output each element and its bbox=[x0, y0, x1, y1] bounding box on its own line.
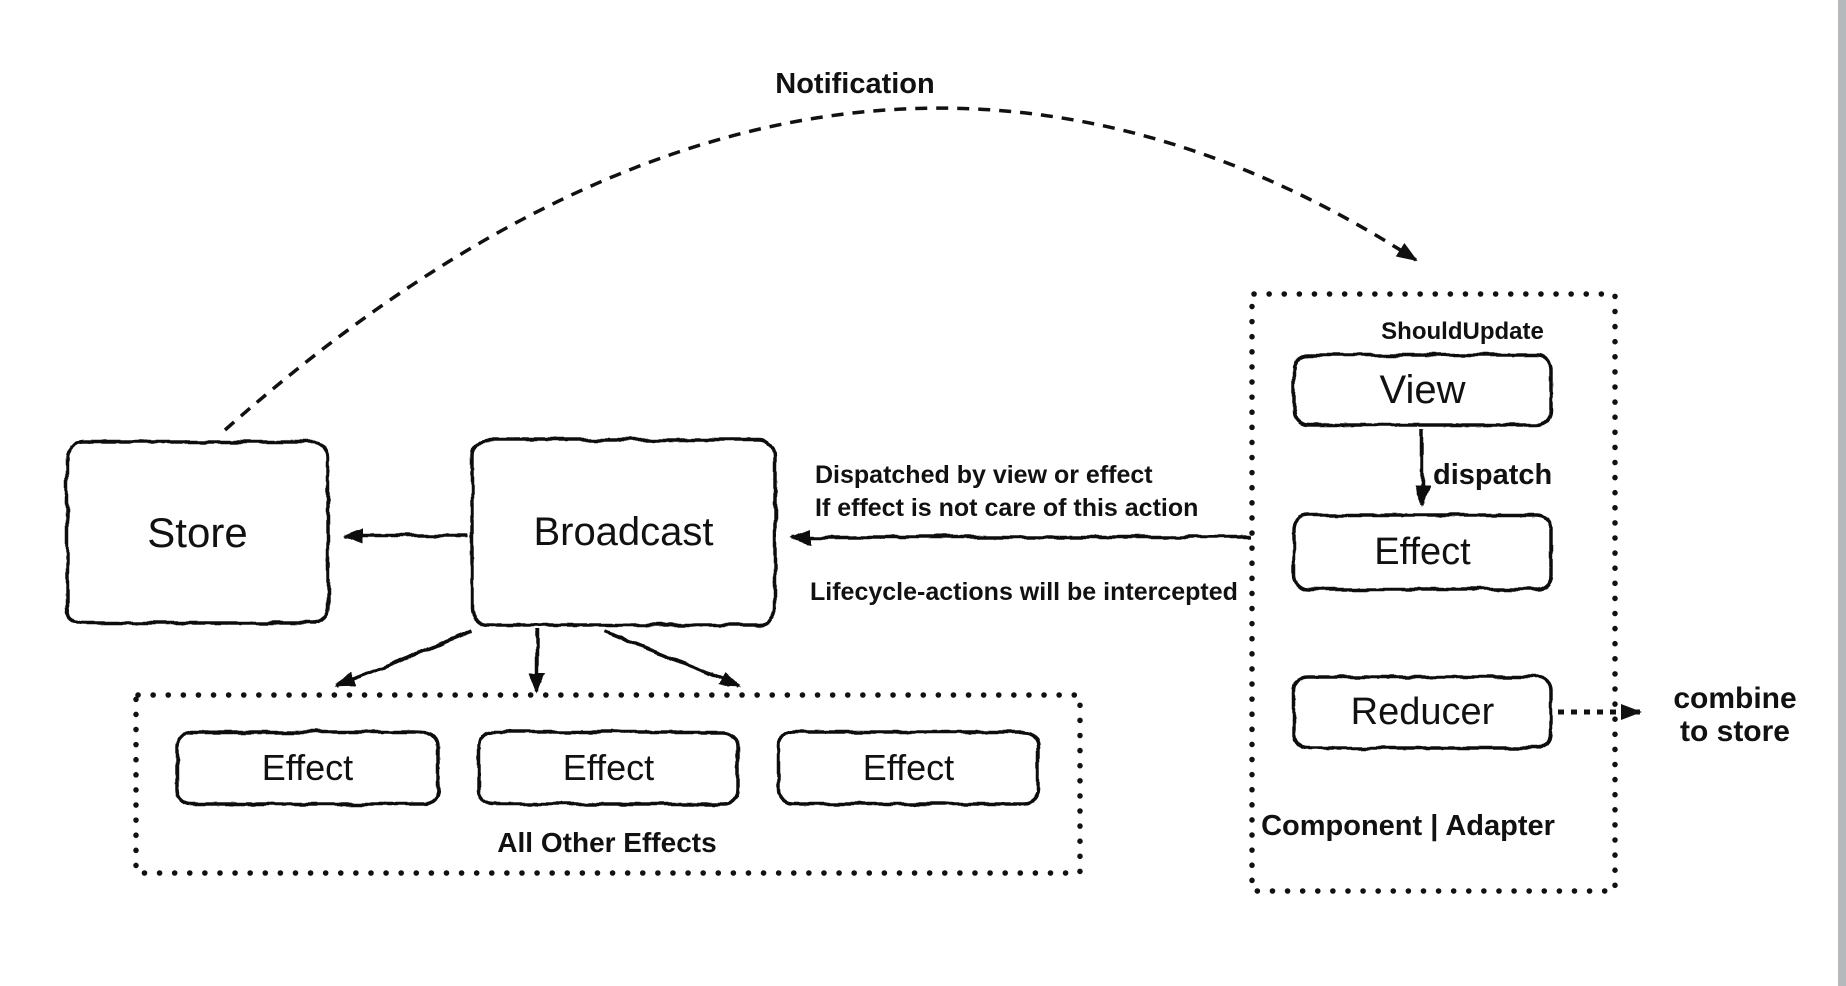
broadcast-node-label: Broadcast bbox=[533, 510, 714, 554]
notification-caption: Notification bbox=[775, 68, 935, 100]
dispatched-annotation: Dispatched by view or effect If effect i… bbox=[815, 459, 1198, 525]
view-node-label: View bbox=[1379, 367, 1466, 412]
component-effect-node-label: Effect bbox=[1374, 530, 1471, 573]
component-adapter-caption: Component | Adapter bbox=[1261, 810, 1555, 842]
effect-node-2-box bbox=[477, 730, 740, 806]
effect-node-2-label: Effect bbox=[562, 747, 655, 788]
window-edge-strip bbox=[1838, 0, 1846, 986]
view-node-box bbox=[1292, 353, 1553, 427]
broadcast-node-box bbox=[470, 438, 777, 627]
dispatched-annotation-line1: Dispatched by view or effect bbox=[815, 461, 1153, 489]
combine-caption-line1: combine bbox=[1673, 682, 1797, 715]
dispatch-caption: dispatch bbox=[1433, 459, 1553, 491]
reducer-node-box bbox=[1292, 675, 1553, 750]
effect-node-1-box bbox=[175, 730, 440, 806]
other-effects-group-caption: All Other Effects bbox=[497, 827, 717, 858]
should-update-caption: ShouldUpdate bbox=[1381, 318, 1544, 345]
component-group-border bbox=[1249, 291, 1618, 894]
store-node-box bbox=[65, 440, 330, 625]
other-effects-group-border bbox=[133, 692, 1083, 876]
reducer-node-label: Reducer bbox=[1350, 691, 1495, 733]
notification-dashed-arrow bbox=[223, 106, 1418, 432]
broadcast-to-effect1-arrow bbox=[334, 629, 473, 688]
combine-to-store-caption: combine to store bbox=[1650, 682, 1820, 748]
broadcast-to-effect3-arrow bbox=[603, 629, 742, 688]
component-effect-node-box bbox=[1292, 513, 1553, 591]
effect-node-3-box bbox=[777, 730, 1040, 806]
effect-node-3-label: Effect bbox=[862, 747, 955, 788]
lifecycle-annotation: Lifecycle-actions will be intercepted bbox=[810, 578, 1238, 606]
store-node-label: Store bbox=[147, 508, 248, 556]
effect-node-1-label: Effect bbox=[261, 747, 354, 788]
dispatched-annotation-line2: If effect is not care of this action bbox=[815, 494, 1199, 522]
combine-caption-line2: to store bbox=[1679, 715, 1790, 748]
